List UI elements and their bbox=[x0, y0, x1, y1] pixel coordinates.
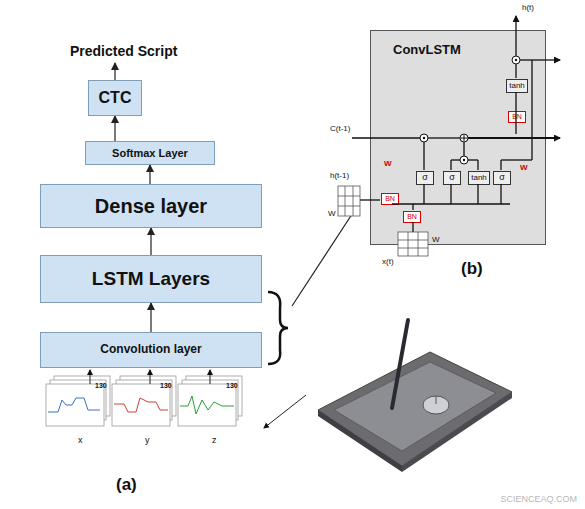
gate-box: σ bbox=[443, 171, 461, 185]
node-text: Softmax Layer bbox=[112, 147, 188, 159]
node-text: tanh bbox=[509, 82, 525, 91]
gate-box: tanh bbox=[506, 79, 528, 93]
layer-box: LSTM Layers bbox=[40, 255, 262, 303]
node-text: LSTM Layers bbox=[92, 269, 210, 290]
text-label: x(t) bbox=[382, 258, 394, 267]
node-text: σ bbox=[449, 173, 455, 183]
text-label: 130 bbox=[226, 382, 238, 390]
text-label: W bbox=[520, 164, 528, 173]
watermark: SCIENCEAQ.COM bbox=[500, 495, 577, 505]
gate-box: tanh bbox=[468, 171, 490, 185]
text-label: 130 bbox=[95, 382, 107, 390]
text-label: (a) bbox=[116, 476, 137, 495]
node-text: σ bbox=[422, 173, 428, 183]
text-label: 130 bbox=[160, 382, 172, 390]
layer-box: Convolution layer bbox=[40, 332, 262, 368]
node-text: σ bbox=[499, 173, 505, 183]
flow-arrow bbox=[150, 303, 151, 332]
gate-box: σ bbox=[493, 171, 511, 185]
node-text: Convolution layer bbox=[100, 343, 201, 356]
output-label: Predicted Script bbox=[70, 44, 177, 59]
layer-box: CTC bbox=[88, 80, 142, 116]
text-label: x bbox=[78, 436, 83, 446]
flow-arrow bbox=[114, 116, 115, 141]
layer-box: Dense layer bbox=[40, 184, 262, 228]
text-label: (b) bbox=[461, 260, 483, 279]
gate-box: BN bbox=[381, 193, 399, 205]
text-label: z bbox=[212, 436, 217, 446]
text-label: y bbox=[145, 436, 150, 446]
text-label: h(t) bbox=[522, 4, 534, 13]
layer-box: Softmax Layer bbox=[85, 141, 215, 165]
node-text: BN bbox=[407, 213, 417, 221]
gate-box: BN bbox=[508, 111, 526, 123]
text-label: h(t-1) bbox=[330, 172, 349, 181]
text-label: W bbox=[328, 210, 336, 219]
node-text: tanh bbox=[471, 174, 487, 183]
node-text: ConvLSTM bbox=[393, 43, 461, 57]
flow-arrow bbox=[149, 165, 150, 184]
node-text: Dense layer bbox=[95, 195, 207, 217]
gate-box: BN bbox=[403, 211, 421, 223]
node-text: BN bbox=[512, 113, 522, 121]
node-text: BN bbox=[385, 195, 395, 203]
node-text: CTC bbox=[99, 89, 132, 107]
text-label: W bbox=[384, 160, 392, 169]
text-label: W bbox=[432, 236, 440, 245]
flow-arrow bbox=[150, 228, 151, 255]
text-label: C(t-1) bbox=[330, 125, 350, 134]
gate-box: σ bbox=[416, 171, 434, 185]
